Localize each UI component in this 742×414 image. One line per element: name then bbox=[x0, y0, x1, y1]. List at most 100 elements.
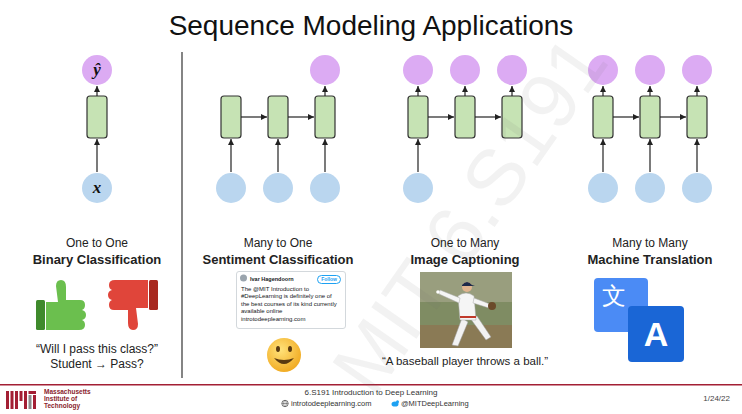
logo-bar bbox=[24, 391, 27, 409]
output-arrow bbox=[96, 86, 97, 96]
slide-title: Sequence Modeling Applications bbox=[169, 8, 574, 43]
input-circle bbox=[216, 173, 246, 203]
mapping-type: One to One bbox=[66, 236, 128, 250]
circle-fill bbox=[82, 55, 112, 85]
mapping-type: Many to Many bbox=[612, 236, 687, 250]
tweet-card: Ivar HagendoornThe @MIT Introduction to … bbox=[236, 271, 346, 329]
input-circle bbox=[682, 173, 712, 203]
player-arm bbox=[439, 290, 460, 303]
player-arm bbox=[473, 298, 490, 308]
output-symbol: ŷ bbox=[82, 55, 112, 85]
thumbs-down-icon bbox=[108, 280, 158, 330]
output-circle bbox=[497, 55, 527, 85]
task-name: Machine Translation bbox=[588, 252, 713, 268]
source-glyph: 文 bbox=[594, 278, 648, 308]
output-circle bbox=[588, 55, 618, 85]
globe-outline bbox=[282, 400, 288, 406]
thumb-cuff bbox=[36, 300, 45, 330]
output-arrow bbox=[511, 86, 512, 96]
input-arrow bbox=[602, 139, 603, 172]
output-arrow bbox=[417, 86, 418, 96]
mapping-type: Many to One bbox=[244, 236, 313, 250]
photo-dirt bbox=[420, 325, 512, 348]
input-arrow bbox=[417, 139, 418, 172]
baseball bbox=[436, 290, 440, 294]
input-arrow bbox=[649, 139, 650, 172]
task-name: Sentiment Classification bbox=[203, 252, 354, 268]
logo-bar bbox=[20, 391, 23, 401]
output-arrow bbox=[464, 86, 465, 96]
footer-rule bbox=[0, 384, 742, 386]
input-arrow bbox=[96, 139, 97, 172]
target-glyph: A bbox=[628, 306, 684, 362]
tweet-avatar bbox=[240, 275, 247, 282]
input-circle bbox=[588, 173, 618, 203]
thumb-hand bbox=[46, 280, 86, 330]
rnn-cell bbox=[221, 96, 241, 138]
smiley-emoji bbox=[267, 338, 301, 372]
input-arrow bbox=[696, 139, 697, 172]
logo-bar bbox=[11, 391, 14, 409]
thumbs-up-icon bbox=[36, 280, 86, 330]
example-quote: “Will I pass this class?” Student → Pass… bbox=[22, 342, 172, 372]
input-circle: x bbox=[82, 173, 112, 203]
input-circle bbox=[635, 173, 665, 203]
thumb-hand bbox=[108, 280, 148, 330]
output-arrow bbox=[602, 86, 603, 96]
recurrent-arrow bbox=[660, 116, 686, 117]
output-circle: ŷ bbox=[82, 55, 112, 85]
recurrent-arrow bbox=[475, 116, 501, 117]
mapping-type: One to Many bbox=[431, 236, 500, 250]
thumb-cuff bbox=[149, 280, 158, 310]
rnn-cell bbox=[87, 96, 107, 138]
output-arrow bbox=[696, 86, 697, 96]
player-head bbox=[462, 282, 472, 292]
baseball-photo bbox=[420, 272, 512, 348]
output-arrow bbox=[324, 86, 325, 96]
logo-bar bbox=[29, 391, 37, 394]
output-circle bbox=[450, 55, 480, 85]
rnn-cell bbox=[593, 96, 613, 138]
rnn-cell bbox=[640, 96, 660, 138]
player-glove bbox=[488, 302, 496, 310]
player-leg bbox=[452, 318, 468, 346]
logo-bar bbox=[33, 395, 36, 409]
follow-button: Follow bbox=[317, 275, 341, 284]
rnn-cell bbox=[408, 96, 428, 138]
smiley-mouth bbox=[274, 358, 294, 364]
input-circle bbox=[263, 173, 293, 203]
smiley-eye bbox=[276, 346, 280, 352]
rnn-cell bbox=[455, 96, 475, 138]
mit-logo bbox=[6, 391, 36, 409]
twitter-icon bbox=[392, 400, 400, 406]
output-circle bbox=[682, 55, 712, 85]
logo-bar bbox=[6, 391, 9, 409]
input-arrow bbox=[230, 139, 231, 172]
rnn-cell bbox=[687, 96, 707, 138]
course-website: introtodeeplearning.com bbox=[291, 399, 371, 408]
input-circle bbox=[403, 173, 433, 203]
logo-bar bbox=[29, 395, 32, 409]
task-name: Image Captioning bbox=[410, 252, 519, 268]
globe-icon bbox=[282, 400, 288, 406]
output-circle bbox=[635, 55, 665, 85]
smiley-eye bbox=[288, 346, 292, 352]
player-torso bbox=[458, 293, 476, 320]
image-caption: “A baseball player throws a ball.” bbox=[382, 355, 548, 369]
circle-fill bbox=[82, 173, 112, 203]
button-label: Follow bbox=[321, 277, 337, 282]
institution-name: Massachusetts Institute of Technology bbox=[44, 389, 100, 409]
input-symbol: x bbox=[82, 173, 112, 203]
rnn-cell bbox=[502, 96, 522, 138]
bird-head bbox=[396, 400, 399, 403]
input-arrow bbox=[324, 139, 325, 172]
output-arrow bbox=[649, 86, 650, 96]
rnn-cell bbox=[268, 96, 288, 138]
photo-ground bbox=[420, 272, 512, 348]
panel-divider bbox=[181, 52, 182, 378]
recurrent-arrow bbox=[428, 116, 454, 117]
translate-target-tile: A bbox=[628, 306, 684, 362]
globe-equator bbox=[282, 403, 288, 404]
recurrent-arrow bbox=[288, 116, 314, 117]
input-arrow bbox=[277, 139, 278, 172]
